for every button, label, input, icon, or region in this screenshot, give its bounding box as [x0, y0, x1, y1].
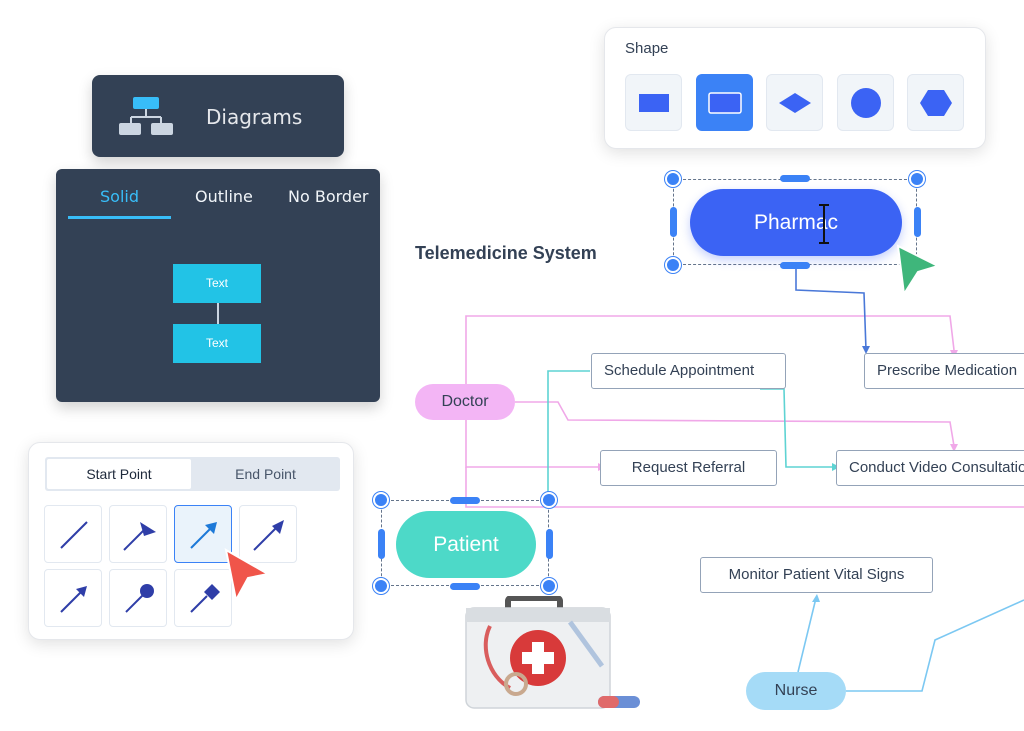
diagrams-label: Diagrams — [206, 105, 303, 129]
triangle-head-icon — [123, 522, 156, 551]
arrow-icon — [190, 522, 217, 549]
doctor-edges — [465, 315, 1024, 508]
node-conduct-video-consultation[interactable]: Conduct Video Consultation — [836, 450, 1024, 486]
node-monitor-vital-signs[interactable]: Monitor Patient Vital Signs — [700, 557, 933, 593]
pharmacy-handle-bottom-left[interactable] — [665, 257, 681, 273]
pharmacy-handle-top-right[interactable] — [909, 171, 925, 187]
arrow-style-small[interactable] — [44, 569, 102, 627]
patient-handle-bottom-left[interactable] — [373, 578, 389, 594]
shape-rounded-rectangle-button[interactable] — [696, 74, 753, 131]
patient-handle-top[interactable] — [450, 497, 480, 504]
preview-node-bottom: Text — [173, 324, 261, 363]
circle-head-icon — [125, 584, 154, 613]
edge-nurse-monitor — [797, 597, 817, 673]
nurse-edges — [797, 594, 1024, 692]
rectangle-icon — [639, 94, 669, 112]
edge-doctor-video — [515, 401, 955, 447]
patient-handle-right[interactable] — [546, 529, 553, 559]
diagrams-header-card[interactable]: Diagrams — [92, 75, 344, 157]
edge-nurse-right — [846, 599, 1024, 692]
patient-handle-left[interactable] — [378, 529, 385, 559]
node-schedule-appointment[interactable]: Schedule Appointment — [591, 353, 786, 389]
pharmacy-handle-bottom[interactable] — [780, 262, 810, 269]
patient-handle-bottom-right[interactable] — [541, 578, 557, 594]
patient-handle-top-right[interactable] — [541, 492, 557, 508]
hexagon-icon — [920, 90, 952, 116]
shape-diamond-button[interactable] — [766, 74, 823, 131]
arrow-small-icon — [60, 586, 87, 613]
preview-connector — [217, 303, 219, 325]
arrow-tabs: Start Point End Point — [45, 457, 340, 491]
active-tab-indicator — [68, 216, 171, 219]
pharmacy-handle-right[interactable] — [914, 207, 921, 237]
tab-solid[interactable]: Solid — [100, 187, 139, 206]
circle-icon — [851, 88, 881, 118]
shape-circle-button[interactable] — [837, 74, 894, 131]
line-icon — [60, 521, 88, 549]
split-arrow-icon — [253, 520, 284, 551]
node-pharmacy[interactable]: Pharmac — [690, 189, 902, 256]
arrow-style-arrow[interactable] — [174, 505, 232, 563]
patient-handle-bottom[interactable] — [450, 583, 480, 590]
red-cursor-icon — [224, 548, 271, 603]
green-cursor-icon — [896, 244, 941, 297]
node-prescribe-medication[interactable]: Prescribe Medication — [864, 353, 1024, 389]
edge-patient-schedule — [547, 370, 590, 500]
arrow-style-circle[interactable] — [109, 569, 167, 627]
patient-handle-top-left[interactable] — [373, 492, 389, 508]
node-doctor[interactable]: Doctor — [415, 384, 515, 420]
tab-outline[interactable]: Outline — [195, 187, 253, 206]
node-patient[interactable]: Patient — [396, 511, 536, 578]
edge-schedule-video — [760, 388, 834, 468]
pharmacy-handle-top-left[interactable] — [665, 171, 681, 187]
node-request-referral[interactable]: Request Referral — [600, 450, 777, 486]
shape-panel-title: Shape — [625, 40, 669, 57]
arrow-style-line[interactable] — [44, 505, 102, 563]
org-chart-icon — [119, 97, 173, 135]
arrow-style-diamond[interactable] — [174, 569, 232, 627]
text-cursor-icon — [819, 204, 829, 244]
edge-doctor-referral — [465, 420, 600, 468]
diagram-title: Telemedicine System — [415, 243, 597, 263]
node-style-panel: Solid Outline No Border Text Text — [56, 169, 380, 402]
node-nurse[interactable]: Nurse — [746, 672, 846, 710]
shape-panel: Shape — [604, 27, 986, 149]
shape-rectangle-button[interactable] — [625, 74, 682, 131]
arrow-style-triangle[interactable] — [109, 505, 167, 563]
medical-kit-illustration — [465, 596, 640, 709]
edge-pharmacy-prescribe — [795, 268, 867, 351]
diamond-head-icon — [190, 584, 220, 613]
tab-start-point[interactable]: Start Point — [47, 459, 191, 489]
diamond-icon — [779, 93, 811, 113]
arrow-style-panel: Start Point End Point — [28, 442, 354, 640]
pharmacy-handle-top[interactable] — [780, 175, 810, 182]
tab-no-border[interactable]: No Border — [288, 187, 369, 206]
edge-doctor-bottom — [465, 467, 1024, 508]
arrow-style-split[interactable] — [239, 505, 297, 563]
tab-end-point[interactable]: End Point — [235, 466, 296, 482]
shape-hexagon-button[interactable] — [907, 74, 964, 131]
rounded-rectangle-icon — [708, 92, 742, 114]
edge-doctor-prescribe — [465, 315, 955, 400]
preview-node-top: Text — [173, 264, 261, 303]
pharmacy-handle-left[interactable] — [670, 207, 677, 237]
